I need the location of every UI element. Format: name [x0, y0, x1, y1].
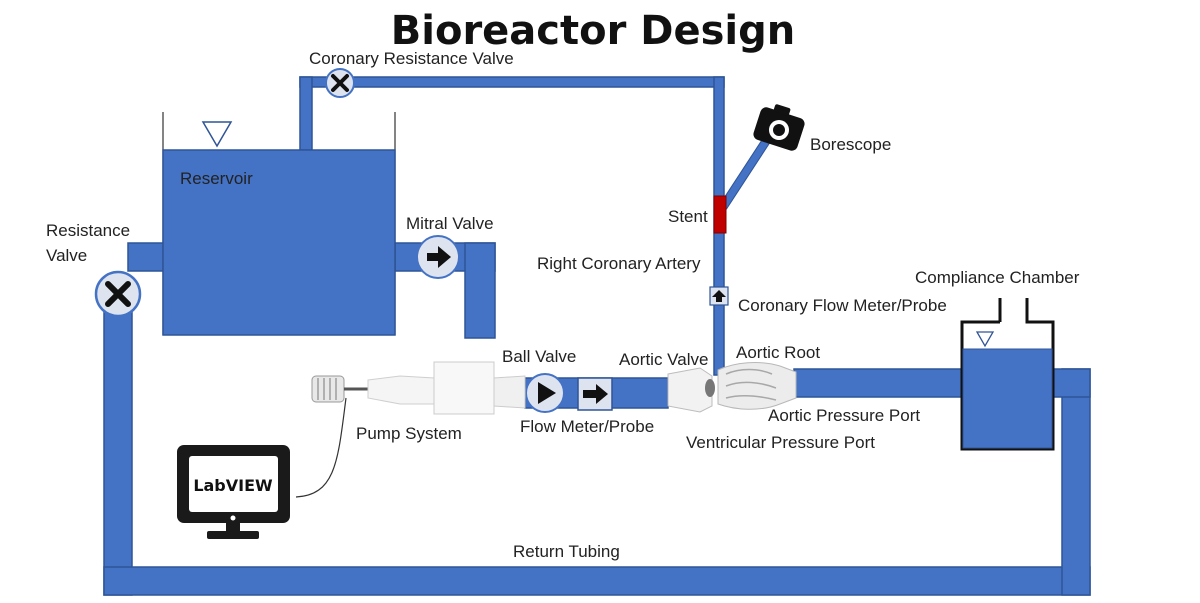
- ball-valve: [525, 373, 565, 413]
- compliance-chamber-label: Compliance Chamber: [915, 268, 1080, 287]
- coronary-resistance-valve: [325, 68, 355, 98]
- pump-cable: [295, 397, 347, 498]
- arrow-right-icon: [583, 384, 608, 404]
- triangle-level-icon: [975, 331, 995, 348]
- aortic-root-device: [667, 362, 797, 413]
- reservoir-label: Reservoir: [180, 169, 253, 188]
- valve-x-icon: [105, 281, 131, 307]
- coronary-flow-meter: [709, 286, 729, 306]
- aortic-pressure-port-label: Aortic Pressure Port: [768, 406, 920, 425]
- play-icon: [538, 382, 556, 404]
- labview-label: LabVIEW: [193, 476, 273, 495]
- pipe-network: [103, 76, 1091, 596]
- resistance-stub-pipe: [127, 242, 165, 272]
- mitral-pipe-vertical: [464, 242, 496, 339]
- triangle-level-icon: [201, 121, 233, 148]
- coronary-flow-meter-label: Coronary Flow Meter/Probe: [738, 296, 947, 315]
- left-return-pipe: [103, 299, 133, 596]
- aortic-valve-label: Aortic Valve: [619, 350, 708, 369]
- mitral-valve-label: Mitral Valve: [406, 214, 494, 233]
- pump-system: [311, 361, 526, 415]
- compliance-fluid: [962, 348, 1053, 449]
- reservoir-outlet-pipe: [299, 76, 313, 151]
- mitral-valve: [416, 235, 460, 279]
- stent-label: Stent: [668, 207, 708, 226]
- monitor-icon: LabVIEW: [177, 445, 290, 539]
- arrow-up-icon: [712, 290, 726, 302]
- coronary-resistance-valve-label: Coronary Resistance Valve: [309, 49, 514, 68]
- aortic-root-label: Aortic Root: [736, 343, 820, 362]
- stent: [713, 195, 727, 234]
- borescope-label: Borescope: [810, 135, 891, 154]
- return-tubing-label: Return Tubing: [513, 542, 620, 561]
- pump-system-label: Pump System: [356, 424, 462, 443]
- aortic-outlet-pipe: [793, 368, 967, 398]
- diagram-title: Bioreactor Design: [391, 8, 795, 54]
- compliance-chamber: Compliance Chamber: [915, 268, 1080, 451]
- camera-icon: [753, 104, 805, 151]
- reservoir-fluid: [162, 149, 396, 336]
- resistance-valve-label-line2: Valve: [46, 246, 87, 265]
- right-coronary-artery-label: Right Coronary Artery: [537, 254, 701, 273]
- compliance-outlet-pipe: [1049, 368, 1091, 398]
- ball-valve-label: Ball Valve: [502, 347, 576, 366]
- return-tubing-pipe: [103, 566, 1091, 596]
- ventricular-pressure-port-label: Ventricular Pressure Port: [686, 433, 875, 452]
- flow-meter: [577, 377, 613, 411]
- resistance-valve-label-line1: Resistance: [46, 221, 130, 240]
- coronary-top-pipe: [299, 76, 725, 88]
- flow-meter-label: Flow Meter/Probe: [520, 417, 654, 436]
- valve-x-icon: [331, 74, 349, 92]
- right-return-pipe: [1061, 368, 1091, 596]
- resistance-valve: [94, 270, 142, 318]
- arrow-right-icon: [427, 246, 451, 268]
- reservoir: Reservoir: [162, 112, 396, 336]
